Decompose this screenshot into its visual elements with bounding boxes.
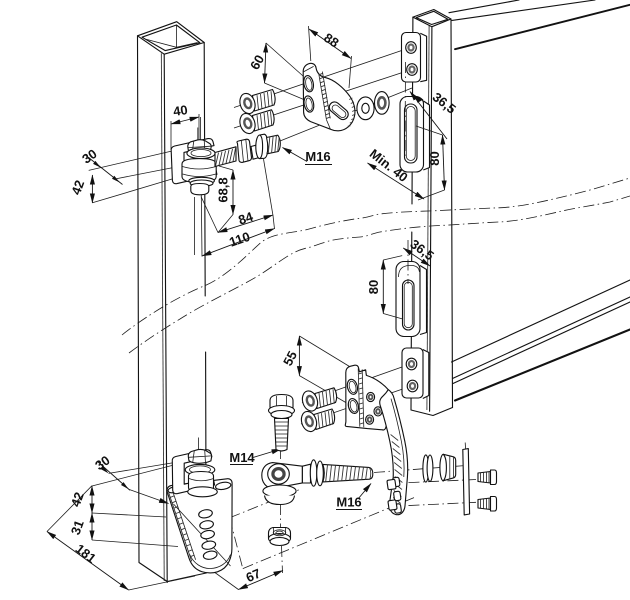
svg-text:80: 80 [366,280,381,294]
svg-text:M14: M14 [229,450,255,465]
svg-text:68,8: 68,8 [216,177,231,202]
svg-text:55: 55 [280,348,300,368]
svg-text:M16: M16 [336,495,361,510]
svg-text:30: 30 [79,146,99,167]
svg-text:60: 60 [247,52,267,72]
svg-text:88: 88 [321,30,341,50]
svg-text:110: 110 [227,229,252,250]
svg-text:31: 31 [68,518,87,537]
svg-text:M16: M16 [305,149,330,164]
svg-text:67: 67 [244,566,263,585]
svg-text:84: 84 [236,209,255,228]
svg-text:30: 30 [92,453,112,474]
svg-text:80: 80 [427,151,442,165]
svg-text:42: 42 [68,178,87,197]
svg-text:40: 40 [172,102,188,119]
svg-text:42: 42 [68,490,87,509]
